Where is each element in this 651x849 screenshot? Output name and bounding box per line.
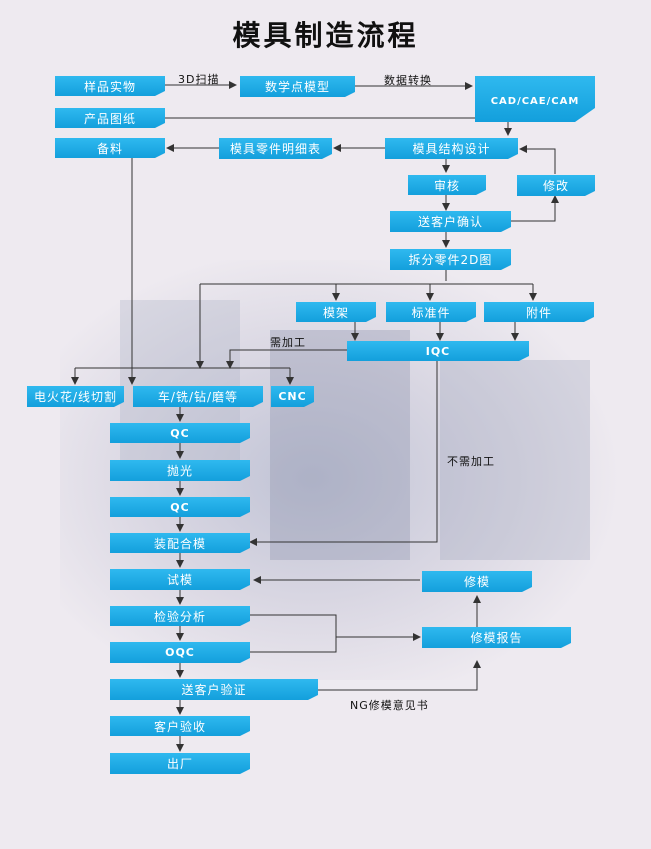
node-digital-model: 数学点模型 (240, 76, 355, 97)
node-edm-wire-cut: 电火花/线切割 (27, 386, 124, 407)
label-ng-notice: NG修模意见书 (350, 699, 429, 712)
node-structure-design: 模具结构设计 (385, 138, 518, 159)
node-oqc: OQC (110, 642, 250, 663)
node-modify: 修改 (517, 175, 595, 196)
node-customer-confirm: 送客户确认 (390, 211, 511, 232)
node-inspection: 检验分析 (110, 606, 250, 626)
node-qc-2: QC (110, 497, 250, 517)
node-assembly: 装配合模 (110, 533, 250, 553)
node-repair-report: 修模报告 (422, 627, 571, 648)
node-standard-parts: 标准件 (386, 302, 476, 322)
label-data-conversion: 数据转换 (384, 74, 432, 87)
node-product-drawing: 产品图纸 (55, 108, 165, 128)
node-shipment: 出厂 (110, 753, 250, 774)
node-repair: 修模 (422, 571, 532, 592)
node-iqc: IQC (347, 341, 529, 361)
node-qc-1: QC (110, 423, 250, 443)
node-material: 备料 (55, 138, 165, 158)
node-accessories: 附件 (484, 302, 594, 322)
node-polish: 抛光 (110, 460, 250, 481)
node-customer-verify: 送客户验证 (110, 679, 318, 700)
node-cad-cae-cam: CAD/CAE/CAM (475, 76, 595, 122)
page-title: 模具制造流程 (232, 19, 419, 52)
node-split-2d: 拆分零件2D图 (390, 249, 511, 270)
node-review: 审核 (408, 175, 486, 195)
node-parts-list: 模具零件明细表 (219, 138, 332, 159)
node-sample: 样品实物 (55, 76, 165, 96)
node-cnc: CNC (271, 386, 314, 407)
label-need-processing: 需加工 (270, 336, 306, 349)
label-3d-scan: 3D扫描 (178, 73, 220, 86)
node-machining: 车/铣/钻/磨等 (133, 386, 263, 407)
node-acceptance: 客户验收 (110, 716, 250, 736)
label-no-processing: 不需加工 (447, 455, 495, 468)
node-mold-frame: 模架 (296, 302, 376, 322)
node-trial: 试模 (110, 569, 250, 590)
